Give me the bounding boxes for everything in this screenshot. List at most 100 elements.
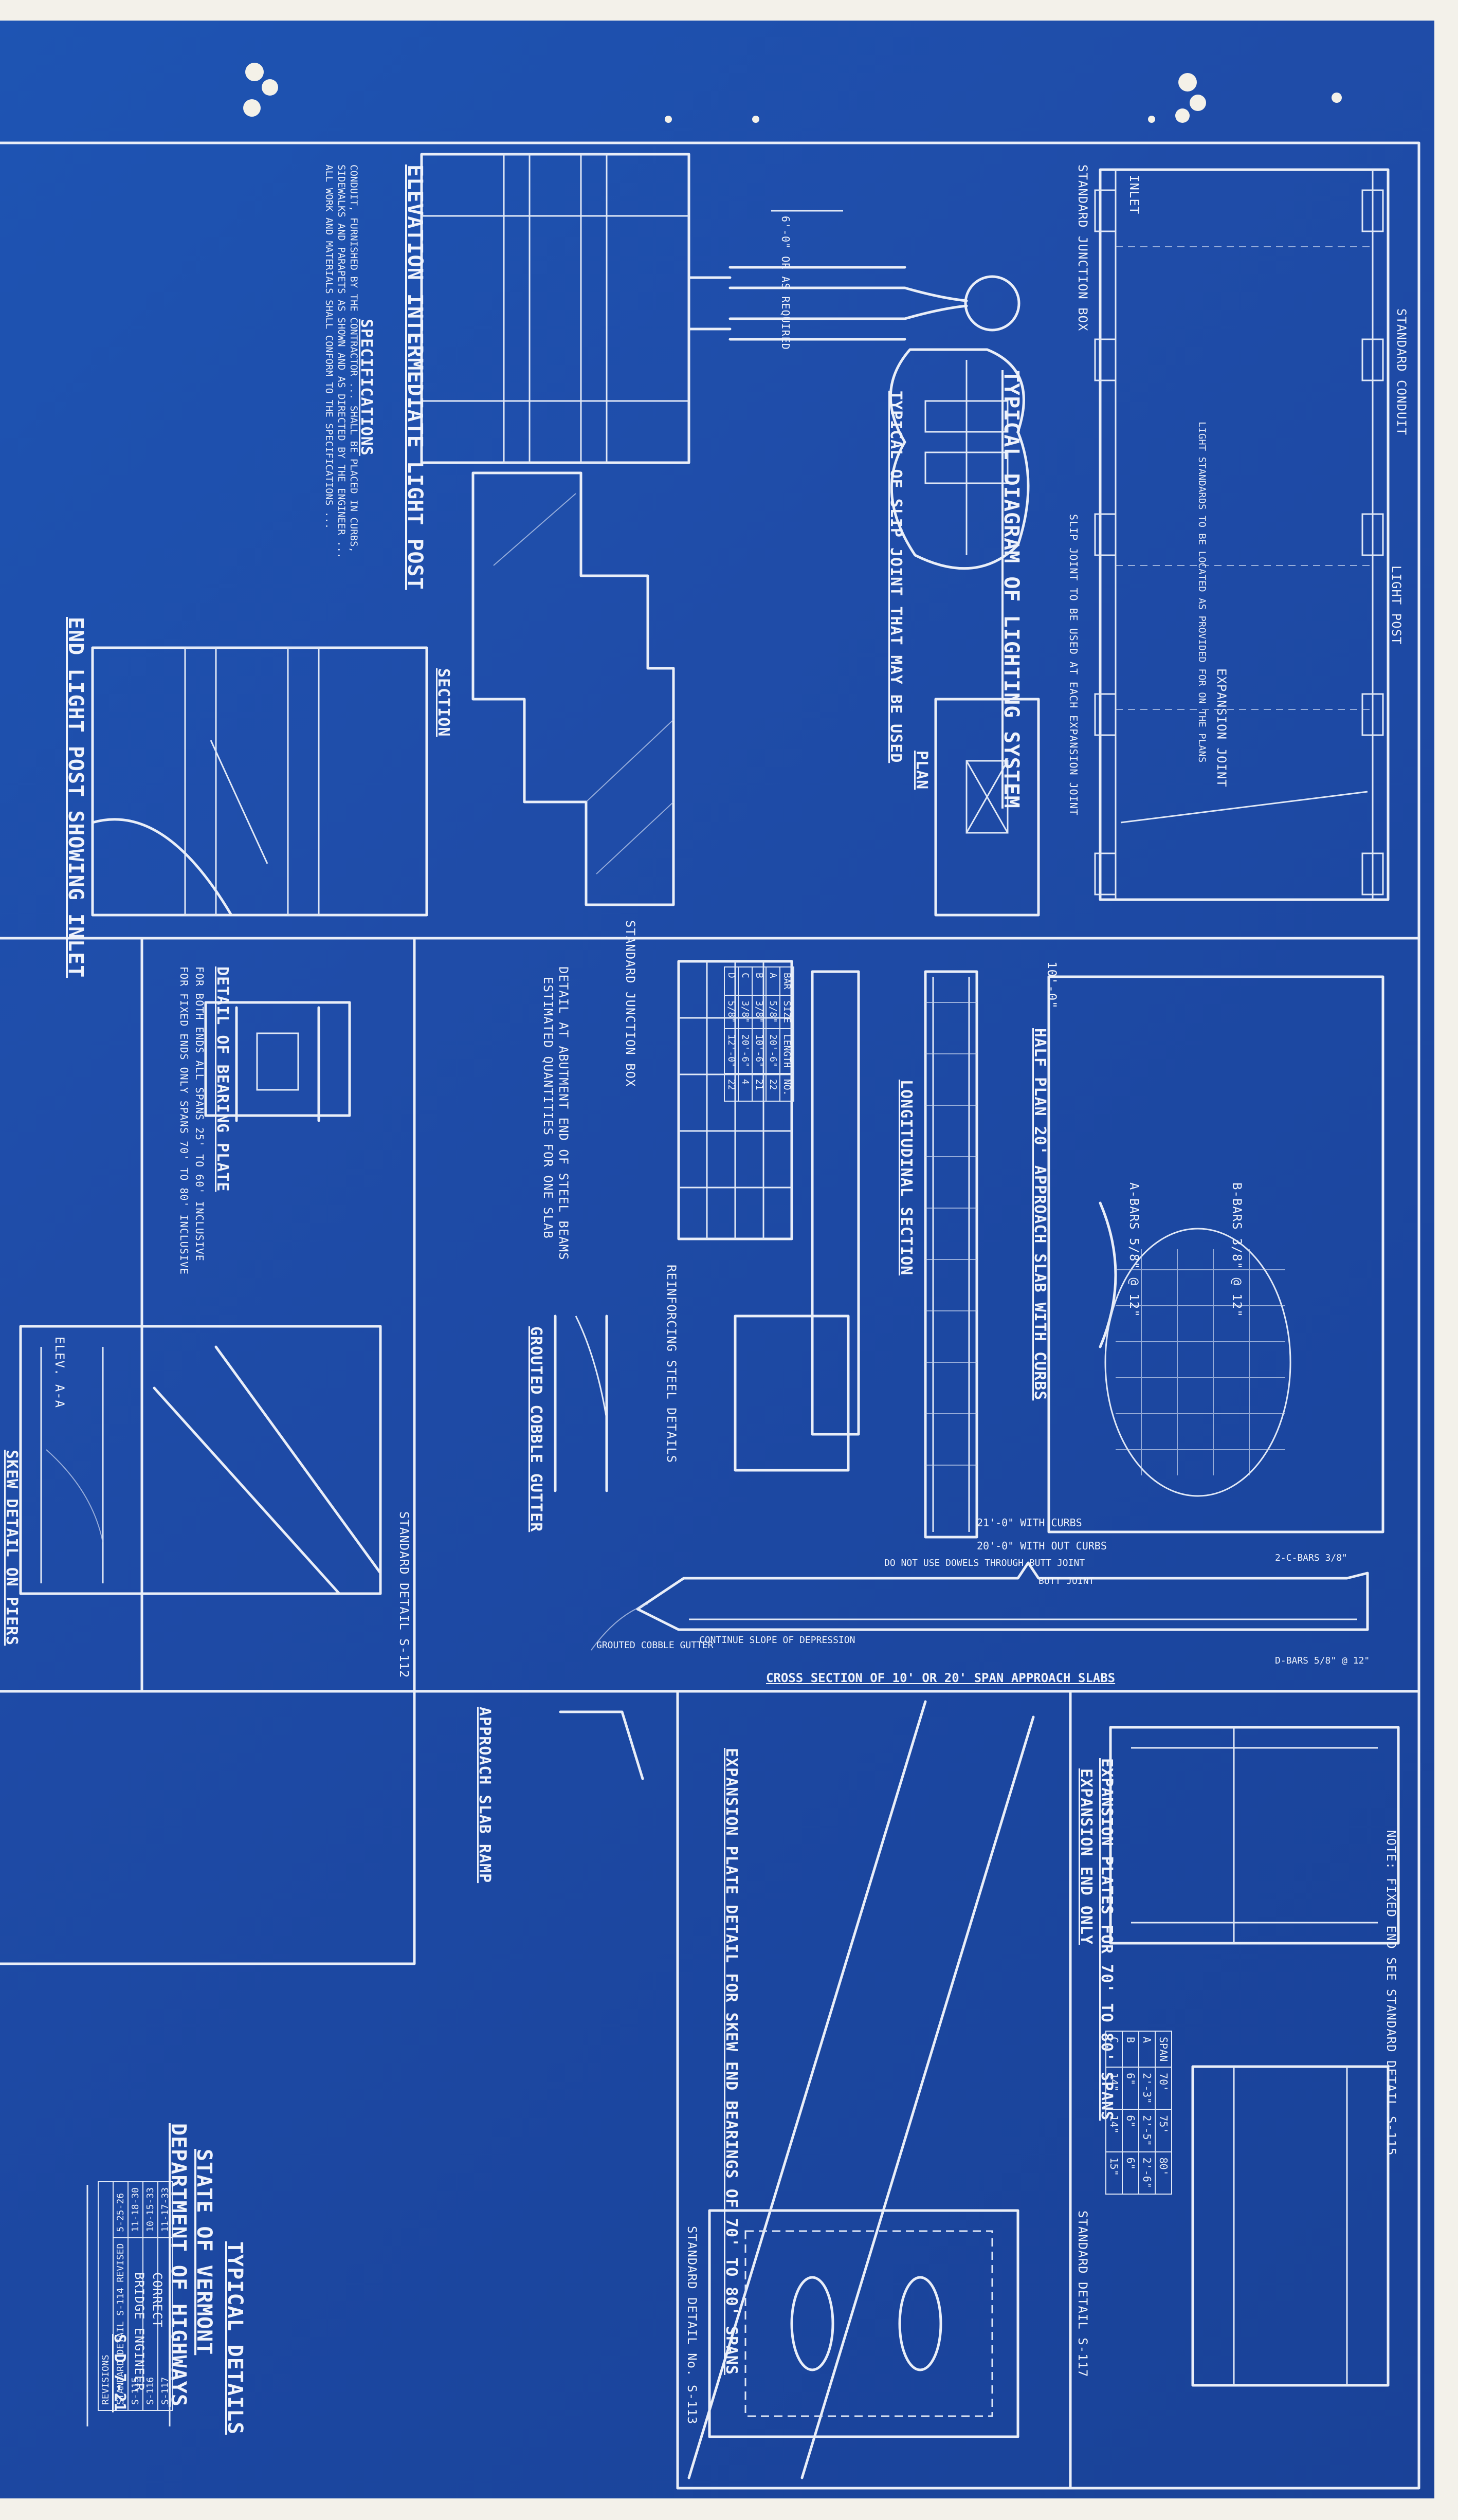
table-row: C 14" 14" 15"	[1106, 2031, 1122, 2194]
abutment-title: DETAIL AT ABUTMENT END OF STEEL BEAMS	[556, 966, 571, 1261]
longitudinal-title: LONGITUDINAL SECTION	[897, 1080, 915, 1276]
table-cell: A	[1139, 2031, 1155, 2068]
cross-section-title: CROSS SECTION OF 10' OR 20' SPAN APPROAC…	[766, 1671, 1116, 1685]
butt-joint-label: BUTT JOINT	[1038, 1576, 1095, 1586]
table-cell: 22	[766, 1073, 780, 1102]
bearing-plate-detail	[204, 1001, 351, 1122]
gutter-detail-title: GROUTED COBBLE GUTTER	[527, 1326, 545, 1532]
sheet-title: TYPICAL DETAILS	[223, 2241, 247, 2435]
slip-joint-detail	[889, 348, 1030, 570]
label-inlet: INLET	[1127, 175, 1141, 215]
table-cell: 75'	[1155, 2109, 1172, 2152]
table-cell: C	[738, 967, 752, 995]
specs-title: SPECIFICATIONS	[357, 319, 375, 456]
sheet-number: S D 7-21	[111, 2334, 129, 2413]
table-cell: SIZE	[780, 995, 794, 1029]
end-post-title: END LIGHT POST SHOWING INLET	[64, 617, 87, 978]
table-cell: 20'-6"	[738, 1028, 752, 1073]
bearing-subtitle-1: FOR BOTH ENDS ALL SPANS 25' TO 60' INCLU…	[193, 966, 206, 1262]
elevation-title: ELEVATION INTERMEDIATE LIGHT POST	[403, 165, 427, 590]
lighting-diagram	[1094, 168, 1390, 901]
label-standard-conduit: STANDARD CONDUIT	[1394, 308, 1409, 436]
dowel-note: DO NOT USE DOWELS THROUGH BUTT JOINT	[884, 1558, 1085, 1568]
table-cell: 4	[738, 1073, 752, 1102]
dim-width-curbs: 21'-0" WITH CURBS	[977, 1517, 1082, 1529]
table-cell: 22	[724, 1073, 738, 1102]
agency-line-2: DEPARTMENT OF HIGHWAYS	[167, 2123, 190, 2407]
elev-aa-label: ELEV. A-A	[52, 1337, 67, 1409]
lighting-note: LIGHT STANDARDS TO BE LOCATED AS PROVIDE…	[1196, 422, 1208, 763]
table-cell: B	[1122, 2031, 1139, 2068]
expansion-plates-detail	[1109, 1726, 1400, 2387]
longitudinal-section	[811, 970, 978, 1539]
table-cell: D	[724, 967, 738, 995]
b-bars-label: B-BARS 3/8" @ 12"	[1230, 1182, 1244, 1318]
table-cell: 14"	[1106, 2109, 1122, 2152]
table-cell: BAR	[780, 967, 794, 995]
title-block-frame	[86, 2185, 171, 2426]
bearing-detail-title: DETAIL OF BEARING PLATE	[213, 966, 231, 1192]
c-bars-label: 2-C-BARS 3/8"	[1275, 1553, 1347, 1563]
skew-title: SKEW DETAIL ON PIERS	[3, 1450, 21, 1646]
standard-detail-no: STANDARD DETAIL No. S-113	[685, 2226, 699, 2425]
standard-detail-s112: STANDARD DETAIL S-112	[397, 1511, 411, 1678]
table-cell: 2'-5"	[1139, 2109, 1155, 2152]
table-cell: 5/8"	[724, 995, 738, 1029]
table-cell: 6"	[1122, 2151, 1139, 2194]
specs-text: CONDUIT, FURNISHED BY THE CONTRACTOR ...…	[323, 165, 359, 559]
table-cell: B	[752, 967, 766, 995]
table-cell: 5/8"	[766, 995, 780, 1029]
table-cell: LENGTH	[780, 1028, 794, 1073]
table-row: SPAN 70' 75' 80'	[1155, 2031, 1172, 2194]
table-cell: 6"	[1122, 2067, 1139, 2110]
a-bars-label: A-BARS 5/8" @ 12"	[1127, 1182, 1141, 1318]
expansion-plate-title: EXPANSION PLATE DETAIL FOR SKEW END BEAR…	[722, 1748, 740, 2375]
table-cell: SPAN	[1155, 2031, 1172, 2068]
label-light-post: LIGHT POST	[1389, 565, 1404, 645]
fixed-end-note: NOTE: FIXED END SEE STANDARD DETAIL S-11…	[1384, 1830, 1398, 2156]
end-light-post	[91, 646, 428, 917]
correct-label: CORRECT	[150, 2272, 165, 2328]
approach-cross-section	[591, 1561, 1369, 1651]
post-height-note: 6'-0" OR AS REQUIRED	[779, 216, 792, 350]
revision-date: 11-18-30	[128, 2182, 143, 2238]
correct-role: BRIDGE ENGINEER	[132, 2272, 147, 2391]
table-cell: 2'-3"	[1139, 2067, 1155, 2110]
standard-detail-s117: STANDARD DETAIL S-117	[1076, 2211, 1090, 2378]
agency-line-1: STATE OF VERMONT	[192, 2149, 216, 2355]
sheet-border	[0, 141, 1420, 2490]
table-row: A 2'-3" 2'-5" 2'-6"	[1139, 2031, 1155, 2194]
bearing-subtitle-2: FOR FIXED ENDS ONLY SPANS 70' TO 80' INC…	[178, 966, 190, 1275]
approach-slab-plan	[1047, 975, 1384, 1533]
half-plan-title: HALF PLAN 20' APPROACH SLAB WITH CURBS	[1031, 1028, 1049, 1401]
expansion-dimension-table: SPAN 70' 75' 80' A 2'-3" 2'-5" 2'-6" B 6…	[1105, 2031, 1172, 2195]
bar-table-grid	[677, 960, 850, 1472]
revision-date: 10-15-33	[143, 2182, 158, 2238]
slope-note: CONTINUE SLOPE OF DEPRESSION	[699, 1635, 855, 1646]
gutter-label: GROUTED COBBLE GUTTER	[596, 1640, 714, 1651]
expansion-end-only: EXPANSION END ONLY	[1077, 1768, 1095, 1945]
gutter-ramp-detail	[554, 1314, 644, 1780]
table-cell: 3/8"	[738, 995, 752, 1029]
section-title: SECTION	[434, 668, 452, 737]
dim-width-no-curbs: 20'-0" WITH OUT CURBS	[977, 1540, 1107, 1552]
table-cell: 80'	[1155, 2151, 1172, 2194]
light-post-elevation	[420, 153, 1020, 464]
table-cell: C	[1106, 2031, 1122, 2068]
plan-detail	[934, 698, 1040, 917]
d-bars-label: D-BARS 5/8" @ 12"	[1275, 1655, 1370, 1666]
ramp-title: APPROACH SLAB RAMP	[476, 1707, 494, 1884]
table-row: B 6" 6" 6"	[1122, 2031, 1139, 2194]
table-cell: 2'-6"	[1139, 2151, 1155, 2194]
table-cell: 21	[752, 1073, 766, 1102]
revision-date: 5-25-26	[113, 2182, 128, 2238]
table-cell: A	[766, 967, 780, 995]
skew-detail	[19, 1325, 382, 1595]
expansion-plate-skew	[687, 1700, 1035, 2479]
bending-title: REINFORCING STEEL DETAILS	[664, 1265, 679, 1464]
